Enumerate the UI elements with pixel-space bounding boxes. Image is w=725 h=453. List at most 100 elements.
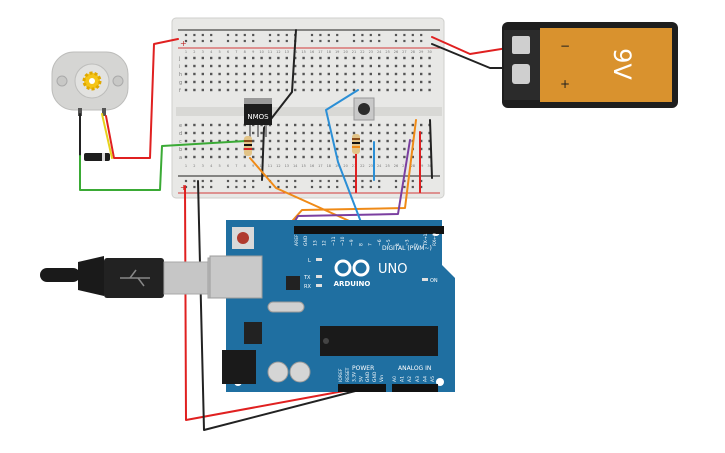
breadboard-column-number: 3 xyxy=(202,164,204,168)
breadboard-column-number: 6 xyxy=(227,164,229,168)
arduino-pin-label: ~9 xyxy=(349,239,355,246)
on-label: ON xyxy=(430,278,438,284)
breadboard-column-number: 6 xyxy=(227,50,229,54)
arduino-pin-label: Vin xyxy=(379,375,385,382)
wire-blue-button[interactable] xyxy=(325,89,365,231)
breadboard-column-number: 25 xyxy=(385,164,389,168)
breadboard-column-number: 28 xyxy=(411,164,415,168)
wire-orange-signal[interactable] xyxy=(249,157,357,225)
breadboard-column-number: 22 xyxy=(360,50,364,54)
power-header-pins xyxy=(338,384,386,392)
dc-motor[interactable] xyxy=(51,51,129,116)
breadboard-column-number: 2 xyxy=(193,50,195,54)
analog-header-pins xyxy=(392,384,438,392)
resistor-button[interactable] xyxy=(352,134,360,154)
breadboard-column-number: 22 xyxy=(360,164,364,168)
wire-black-drain[interactable] xyxy=(261,29,297,181)
breadboard-column-number: 24 xyxy=(377,164,382,168)
resistor-gate[interactable] xyxy=(244,136,252,156)
breadboard-column-number: 21 xyxy=(352,164,356,168)
push-button[interactable] xyxy=(353,97,375,121)
breadboard-column-number: 18 xyxy=(327,50,331,54)
breadboard-column-number: 9 xyxy=(252,164,254,168)
breadboard-row-letter: i xyxy=(179,64,180,70)
battery-voltage-label: 9V xyxy=(608,48,636,80)
nmos-transistor[interactable]: NMOS xyxy=(244,98,272,137)
breadboard-column-number: 26 xyxy=(394,164,398,168)
arduino-pin-label: 2 xyxy=(414,243,420,246)
rail-plus-label: + xyxy=(180,39,187,48)
crystal xyxy=(267,301,305,313)
arduino-model-label: UNO xyxy=(378,262,407,277)
arduino-pin-label: RX←0 xyxy=(432,233,438,246)
usb-symbol-icon xyxy=(120,269,150,287)
breadboard-column-number: 23 xyxy=(369,164,373,168)
arduino-pin-label: TX→1 xyxy=(423,233,429,247)
arduino-pin-label: ~6 xyxy=(377,239,383,246)
breadboard-column-number: 12 xyxy=(276,164,280,168)
arduino-pin-label: 12 xyxy=(322,240,328,246)
breadboard-column-number: 8 xyxy=(244,164,246,168)
arduino-pin-label: ~3 xyxy=(404,239,410,246)
breadboard-column-number: 15 xyxy=(301,164,305,168)
breadboard-column-number: 27 xyxy=(402,50,406,54)
breadboard-column-number: 20 xyxy=(343,164,347,168)
wire-orange-signal-2[interactable] xyxy=(285,119,417,229)
breadboard-column-number: 13 xyxy=(285,50,289,54)
breadboard-row-letter: f xyxy=(179,88,181,94)
usb-cable xyxy=(40,256,241,299)
arduino-pin-label: ~11 xyxy=(331,236,337,246)
breadboard-column-number: 12 xyxy=(276,50,280,54)
arduino-logo-text: ARDUINO xyxy=(334,280,371,288)
arduino-infinity-logo-icon xyxy=(334,259,370,277)
led-rx-label: RX xyxy=(304,284,311,290)
microcontroller-chip xyxy=(320,326,438,356)
arduino-pin-label: A5 xyxy=(430,376,436,382)
arduino-pin-label: GND xyxy=(372,371,378,382)
breadboard-column-number: 5 xyxy=(218,50,220,54)
battery-minus-icon: − xyxy=(560,39,570,53)
breadboard-column-number: 2 xyxy=(193,164,195,168)
breadboard-column-number: 23 xyxy=(369,50,373,54)
breadboard-column-number: 28 xyxy=(411,50,415,54)
arduino-pin-label: A2 xyxy=(407,376,413,382)
reset-button-cap[interactable] xyxy=(237,232,249,244)
wire-black-vertical[interactable] xyxy=(429,119,433,179)
arduino-pin-label: A1 xyxy=(400,376,406,382)
wire-yellow-motor[interactable] xyxy=(101,113,113,159)
breadboard-row-letter: g xyxy=(179,80,182,86)
breadboard-column-number: 15 xyxy=(301,50,305,54)
breadboard-row-letter: c xyxy=(179,139,182,145)
wire-green-gate[interactable] xyxy=(79,140,247,191)
breadboard-column-number: 26 xyxy=(394,50,398,54)
power-jack xyxy=(222,350,256,384)
breadboard-column-number: 21 xyxy=(352,50,356,54)
breadboard-column-number: 25 xyxy=(385,50,389,54)
led-l xyxy=(316,258,322,261)
diode[interactable] xyxy=(84,153,110,161)
battery-9v[interactable]: − + 9V xyxy=(502,22,678,108)
usb-chip xyxy=(286,276,300,290)
arduino-pin-label: 8 xyxy=(358,243,364,246)
breadboard-column-number: 18 xyxy=(327,164,331,168)
capacitor-1 xyxy=(267,361,289,383)
arduino-pin-label: ~5 xyxy=(386,239,392,246)
arduino-pin-label: 13 xyxy=(312,240,318,246)
digital-header-label: DIGITAL (PWM~) xyxy=(382,245,432,252)
breadboard-column-number: 11 xyxy=(268,50,272,54)
wire-red-motor-to-rail[interactable] xyxy=(105,38,179,159)
rail-plus-label-bottom: + xyxy=(180,183,187,192)
breadboard-column-number: 17 xyxy=(318,50,322,54)
breadboard-column-number: 29 xyxy=(419,50,423,54)
breadboard-column-number: 30 xyxy=(427,50,431,54)
usb-socket xyxy=(209,255,263,299)
breadboard-column-number: 11 xyxy=(268,164,272,168)
